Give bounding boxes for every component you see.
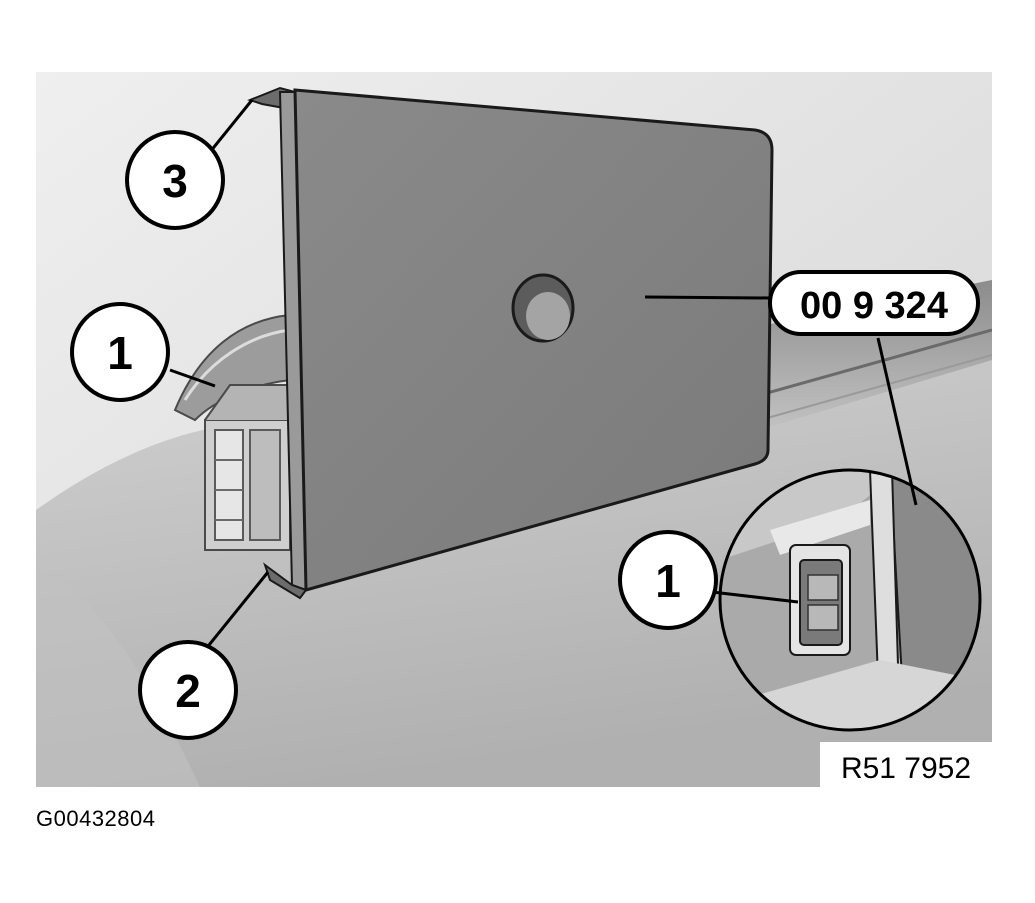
callout-3: 3	[125, 130, 225, 230]
tool-number-text: 00 9 324	[800, 285, 948, 327]
detail-view	[718, 468, 982, 732]
tool-number-label: 00 9 324	[768, 270, 980, 336]
callout-2: 2	[138, 640, 238, 740]
illustration-frame: 3 1 2 1 00 9 324 R51 7952	[36, 72, 992, 787]
callout-1-detail: 1	[618, 530, 718, 630]
figure-reference-text: R51 7952	[841, 752, 971, 785]
figure-reference: R51 7952	[820, 742, 992, 787]
callout-1-upper: 1	[70, 302, 170, 402]
callout-3-label: 3	[162, 155, 188, 207]
callout-2-label: 2	[175, 665, 201, 717]
document-id: G00432804	[36, 806, 156, 831]
leader-lines	[169, 99, 918, 651]
detail-clip	[789, 544, 851, 656]
special-tool-plate	[247, 86, 774, 600]
callout-1-upper-label: 1	[107, 327, 133, 379]
callout-1-detail-label: 1	[655, 555, 681, 607]
clip-assembly	[204, 384, 291, 551]
